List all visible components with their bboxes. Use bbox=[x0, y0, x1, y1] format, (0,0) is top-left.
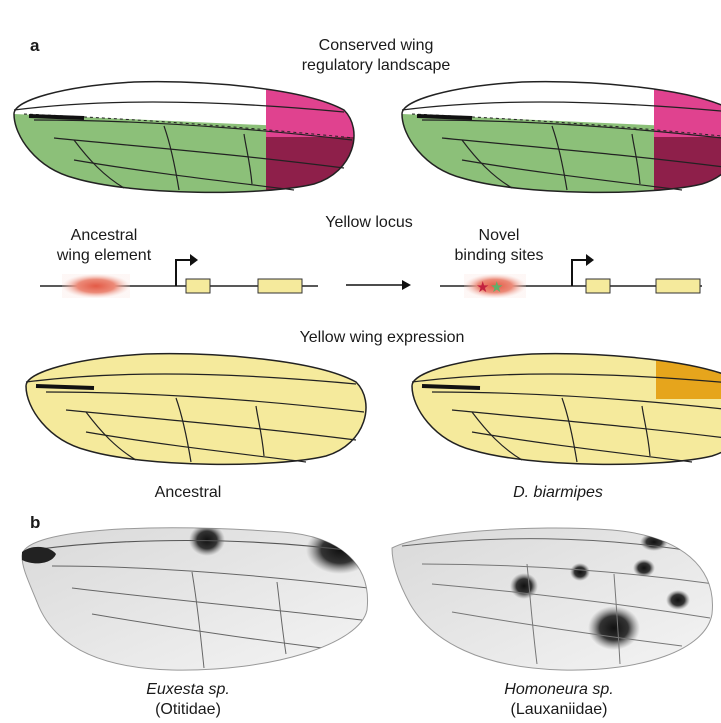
wing-expression-ancestral bbox=[26, 354, 366, 465]
binding-site-star-green: ★ bbox=[490, 278, 503, 296]
binding-site-star-red: ★ bbox=[476, 278, 489, 296]
homoneura-wing-photo bbox=[392, 528, 714, 670]
derived-locus: ★ ★ bbox=[440, 254, 702, 298]
wing-regulatory-right bbox=[397, 75, 721, 210]
exon-right-2 bbox=[656, 279, 700, 293]
wing-regulatory-left bbox=[9, 75, 376, 210]
exon-left-1 bbox=[186, 279, 210, 293]
exon-left-2 bbox=[258, 279, 302, 293]
ancestral-locus bbox=[40, 254, 318, 298]
ancestral-wing-element bbox=[62, 274, 130, 298]
exon-right-1 bbox=[586, 279, 610, 293]
euxesta-wing-photo bbox=[22, 524, 374, 670]
evolution-arrow bbox=[346, 280, 411, 290]
wing-expression-biarmipes bbox=[407, 347, 721, 477]
